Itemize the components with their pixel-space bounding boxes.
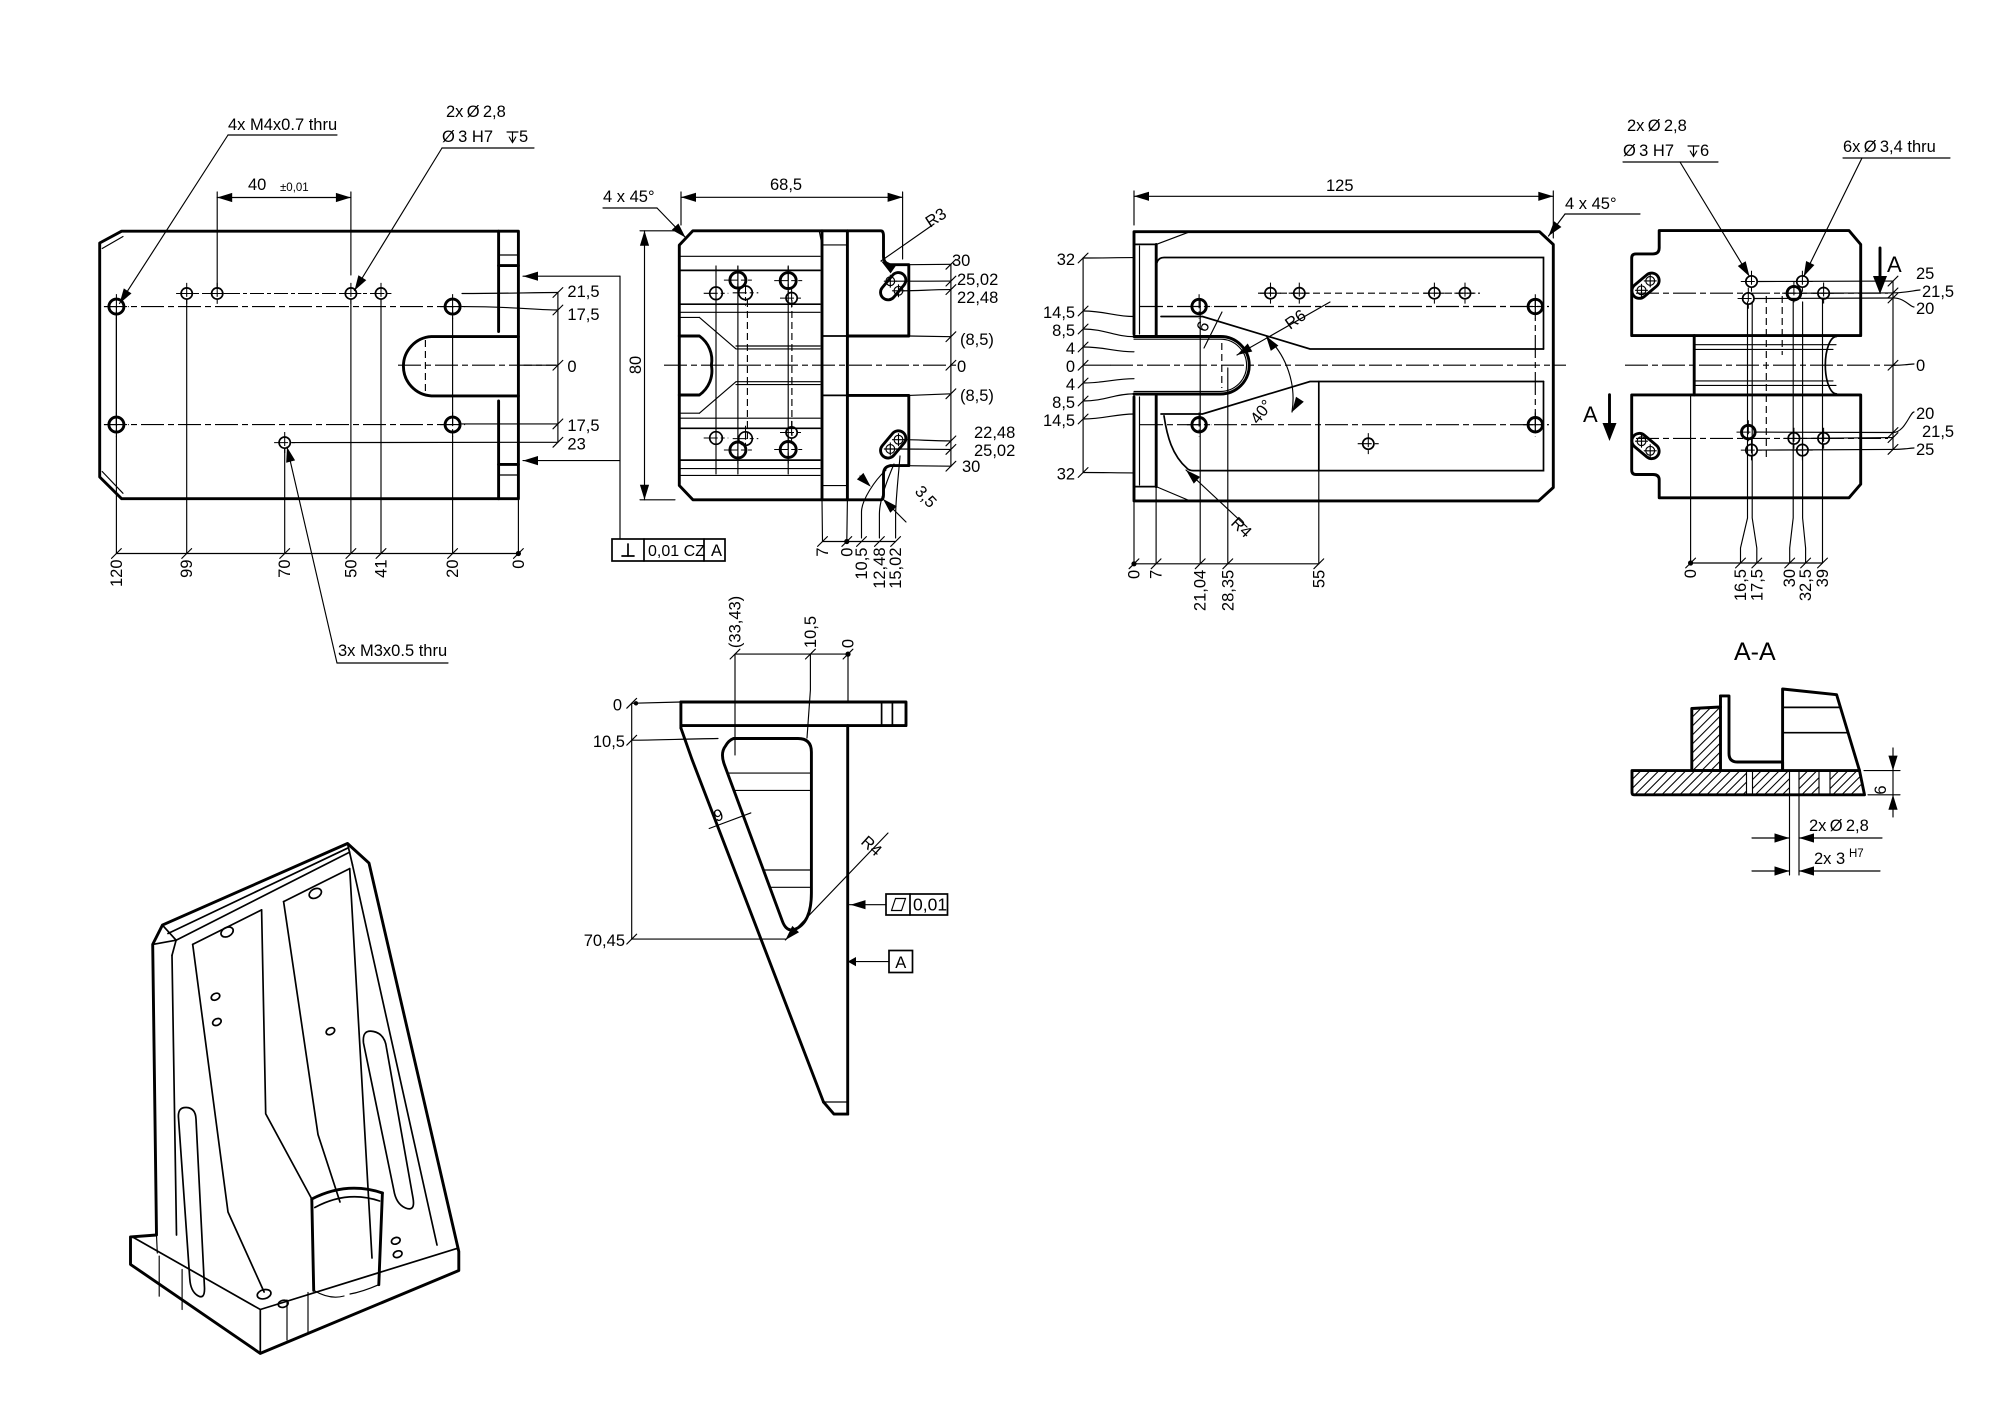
svg-text:2x Ø 2,8: 2x Ø 2,8 [1809, 817, 1869, 835]
svg-text:(33,43): (33,43) [727, 596, 745, 648]
svg-text:14,5: 14,5 [1043, 412, 1075, 430]
svg-text:10,5: 10,5 [593, 733, 625, 751]
svg-text:6: 6 [1872, 785, 1890, 794]
svg-text:32,5: 32,5 [1797, 569, 1815, 601]
svg-text:25: 25 [1916, 441, 1934, 459]
svg-text:0: 0 [1682, 569, 1700, 578]
svg-text:0: 0 [1916, 357, 1925, 375]
svg-text:30: 30 [962, 458, 980, 476]
svg-text:17,5: 17,5 [1748, 569, 1766, 601]
svg-text:3x M3x0.5 thru: 3x M3x0.5 thru [338, 642, 447, 660]
svg-text:25,02: 25,02 [974, 442, 1015, 460]
svg-text:14,5: 14,5 [1043, 304, 1075, 322]
svg-text:32: 32 [1057, 466, 1075, 484]
svg-text:40: 40 [248, 176, 266, 194]
svg-text:0: 0 [1066, 358, 1075, 376]
svg-text:32: 32 [1057, 251, 1075, 269]
svg-text:±0,01: ±0,01 [280, 182, 309, 194]
svg-text:21,04: 21,04 [1192, 570, 1210, 611]
svg-text:4x M4x0.7 thru: 4x M4x0.7 thru [228, 116, 337, 134]
svg-text:39: 39 [1814, 569, 1832, 587]
svg-text:10,5: 10,5 [802, 616, 820, 648]
svg-text:6: 6 [1700, 142, 1709, 160]
svg-text:125: 125 [1326, 177, 1354, 195]
svg-text:(8,5): (8,5) [960, 387, 994, 405]
svg-text:0: 0 [1126, 570, 1144, 579]
svg-text:7: 7 [1148, 570, 1166, 579]
svg-text:4: 4 [1066, 376, 1075, 394]
svg-text:17,5: 17,5 [567, 417, 599, 435]
svg-text:41: 41 [373, 560, 391, 578]
svg-text:0: 0 [510, 560, 528, 569]
svg-text:0: 0 [613, 696, 622, 714]
svg-text:A: A [895, 954, 906, 972]
svg-text:99: 99 [178, 560, 196, 578]
svg-text:23: 23 [567, 436, 585, 454]
svg-text:6x Ø 3,4 thru: 6x Ø 3,4 thru [1843, 138, 1936, 156]
svg-text:2x 3: 2x 3 [1814, 850, 1845, 868]
svg-text:70: 70 [276, 560, 294, 578]
svg-text:2x Ø 2,8: 2x Ø 2,8 [1627, 117, 1687, 135]
svg-text:30: 30 [952, 252, 970, 270]
svg-text:20: 20 [1916, 405, 1934, 423]
svg-text:15,02: 15,02 [887, 548, 905, 589]
svg-text:30: 30 [1781, 569, 1799, 587]
svg-text:55: 55 [1310, 570, 1328, 588]
svg-text:12,48: 12,48 [871, 548, 889, 589]
svg-text:H7: H7 [1849, 848, 1864, 860]
svg-text:8,5: 8,5 [1052, 394, 1075, 412]
svg-text:22,48: 22,48 [974, 424, 1015, 442]
svg-text:A: A [711, 542, 722, 560]
svg-text:7: 7 [814, 548, 832, 557]
svg-text:0: 0 [840, 639, 858, 648]
svg-text:25,02: 25,02 [957, 271, 998, 289]
svg-text:21,5: 21,5 [1922, 283, 1954, 301]
svg-text:20: 20 [1916, 300, 1934, 318]
svg-text:Ø 3 H7: Ø 3 H7 [1623, 142, 1674, 160]
svg-text:10,5: 10,5 [853, 548, 871, 580]
svg-text:0: 0 [838, 548, 856, 557]
svg-text:Ø 3 H7: Ø 3 H7 [442, 128, 493, 146]
svg-text:0,01: 0,01 [913, 895, 947, 915]
svg-text:A: A [1887, 252, 1902, 277]
svg-text:21,5: 21,5 [567, 283, 599, 301]
svg-text:4: 4 [1066, 340, 1075, 358]
svg-text:2x Ø 2,8: 2x Ø 2,8 [446, 103, 506, 121]
svg-text:21,5: 21,5 [1922, 423, 1954, 441]
svg-text:16,5: 16,5 [1732, 569, 1750, 601]
svg-text:4 x 45°: 4 x 45° [603, 188, 655, 206]
svg-text:0,01 CZ: 0,01 CZ [648, 543, 705, 560]
svg-text:0: 0 [567, 358, 576, 376]
svg-text:4 x 45°: 4 x 45° [1565, 195, 1617, 213]
svg-text:A: A [1583, 402, 1598, 427]
svg-text:20: 20 [444, 560, 462, 578]
svg-text:68,5: 68,5 [770, 176, 802, 194]
svg-text:22,48: 22,48 [957, 289, 998, 307]
svg-text:120: 120 [108, 560, 126, 588]
svg-text:25: 25 [1916, 265, 1934, 283]
svg-text:8,5: 8,5 [1052, 322, 1075, 340]
svg-text:50: 50 [342, 560, 360, 578]
svg-text:5: 5 [519, 128, 528, 146]
svg-text:0: 0 [957, 358, 966, 376]
svg-text:28,35: 28,35 [1219, 570, 1237, 611]
svg-text:(8,5): (8,5) [960, 331, 994, 349]
svg-text:80: 80 [627, 356, 645, 374]
svg-text:A-A: A-A [1734, 638, 1776, 666]
svg-text:70,45: 70,45 [584, 932, 625, 950]
svg-text:17,5: 17,5 [567, 306, 599, 324]
